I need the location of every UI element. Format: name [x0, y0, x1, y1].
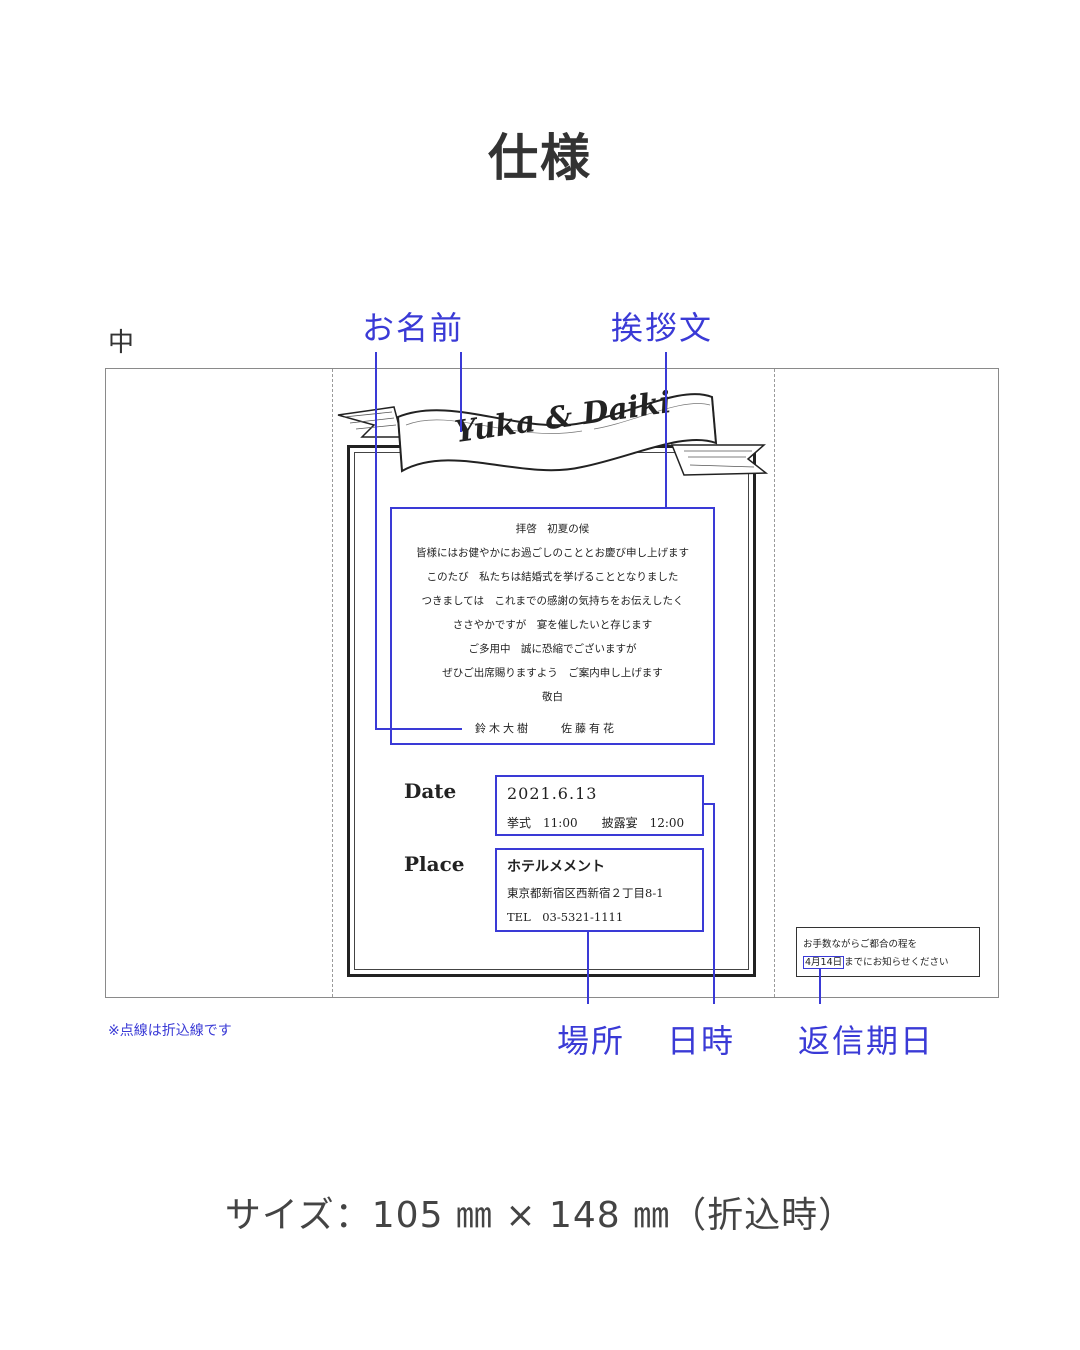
greeting-line: ささやかですが 宴を催したいと存じます — [452, 619, 653, 631]
signer-bride: 佐藤有花 — [561, 722, 617, 735]
rsvp-deadline-box: お手数ながらご都合の程を 4月14日までにお知らせください — [796, 927, 980, 977]
inside-label: 中 — [108, 328, 135, 358]
fold-line-right — [774, 369, 775, 997]
date-value: 2021.6.13 — [507, 784, 598, 803]
venue-address: 東京都新宿区西新宿２丁目8-1 — [507, 886, 664, 900]
fold-note: ※点線は折込線です — [108, 1023, 232, 1039]
leader-line-datetime — [704, 803, 715, 1004]
greeting-box: 拝啓 初夏の候 皆様にはお健やかにお過ごしのこととお慶び申し上げます このたび … — [390, 507, 715, 745]
greeting-line: 皆様にはお健やかにお過ごしのこととお慶び申し上げます — [416, 547, 689, 559]
greeting-line: ぜひご出席賜りますよう ご案内申し上げます — [442, 667, 663, 679]
place-label: Place — [404, 852, 465, 876]
signers: 鈴木大樹 佐藤有花 — [475, 720, 675, 736]
greeting-line: 拝啓 初夏の候 — [515, 523, 590, 535]
date-box: 2021.6.13 挙式 11:00 披露宴 12:00 — [495, 775, 704, 836]
size-spec: サイズ：105 ㎜ × 148 ㎜（折込時） — [224, 1195, 856, 1236]
greeting-line: 敬白 — [542, 691, 563, 703]
signer-groom: 鈴木大樹 — [475, 722, 531, 735]
greeting-line: つきましては これまでの感謝の気持ちをお伝えしたく — [421, 595, 684, 607]
venue-tel: TEL 03-5321-1111 — [507, 910, 624, 924]
card-frame-outer — [347, 445, 756, 977]
date-label: Date — [404, 779, 457, 803]
rsvp-deadline-date: 4月14日 — [803, 956, 845, 969]
annotation-names: お名前 — [362, 309, 465, 347]
annotation-greeting: 挨拶文 — [611, 309, 714, 347]
leader-line-names-signers — [375, 352, 462, 730]
rsvp-line-rest: までにお知らせください — [844, 957, 949, 968]
ribbon-banner-icon — [337, 393, 769, 476]
annotation-place: 場所 — [557, 1022, 626, 1060]
rsvp-line: 4月14日までにお知らせください — [803, 954, 949, 969]
greeting-line: このたび 私たちは結婚式を挙げることとなりました — [426, 571, 679, 583]
greeting-line: ご多用中 誠に恐縮でございますが — [468, 643, 637, 655]
page-title: 仕様 — [488, 129, 592, 187]
place-box: ホテルメメント 東京都新宿区西新宿２丁目8-1 TEL 03-5321-1111 — [495, 848, 704, 932]
annotation-datetime: 日時 — [667, 1022, 736, 1060]
ceremony-times: 挙式 11:00 披露宴 12:00 — [507, 816, 685, 830]
fold-line-left — [332, 369, 333, 997]
venue-name: ホテルメメント — [507, 859, 605, 875]
rsvp-line: お手数ながらご都合の程を — [803, 939, 918, 950]
annotation-rsvp-deadline: 返信期日 — [798, 1022, 935, 1060]
